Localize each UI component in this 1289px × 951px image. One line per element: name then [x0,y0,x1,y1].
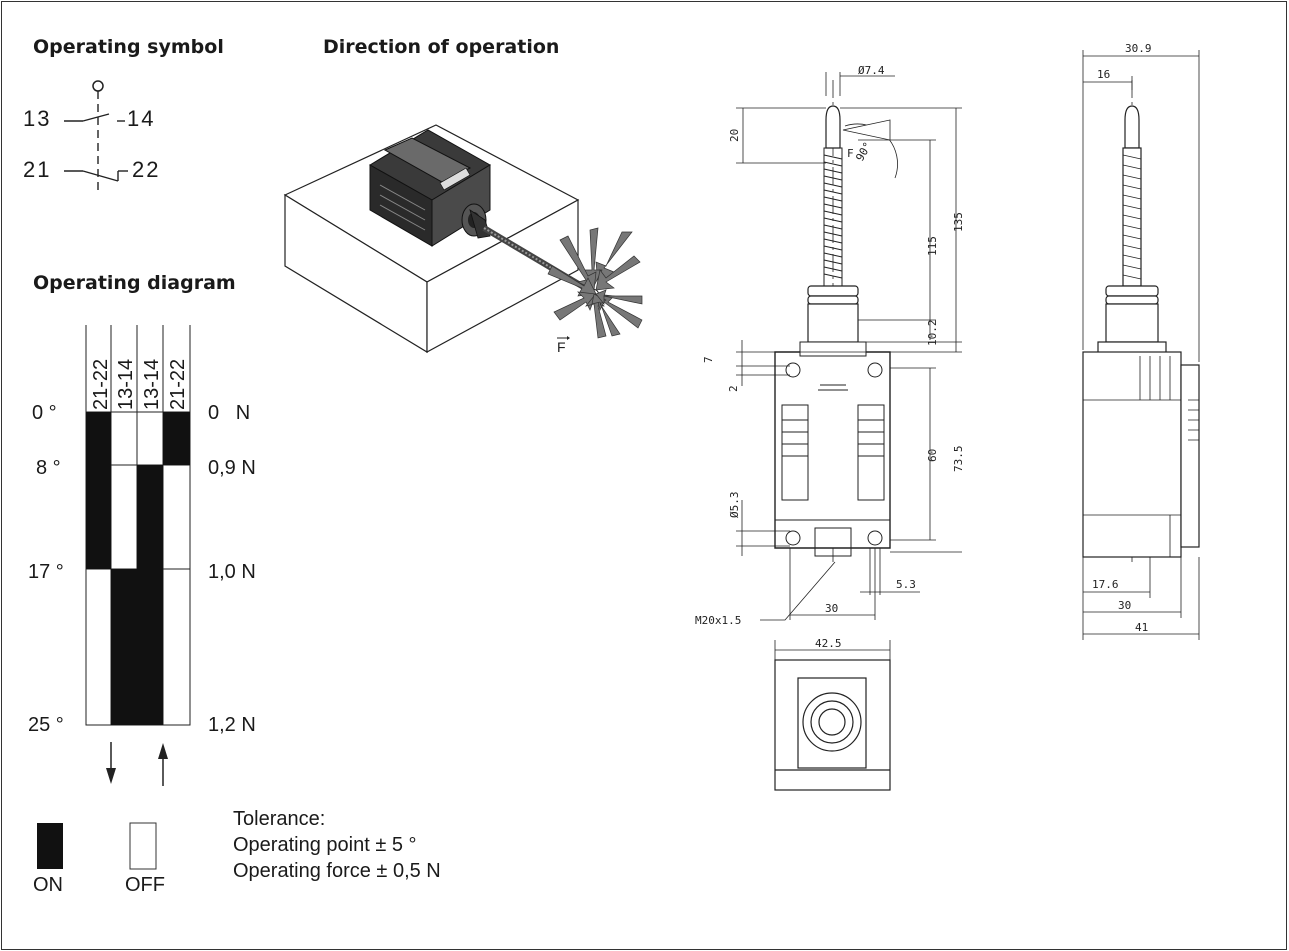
tolerance-title: Tolerance: [233,808,326,830]
dim-tip-length: 20 [728,129,741,142]
force-1-0-label: 1,0 N [208,561,256,583]
on-legend-label: ON [33,874,63,896]
operating-symbol-heading: Operating symbol [33,36,224,58]
angle-8-label: 8 ° [36,457,61,479]
contact-14-label: 14 [127,106,156,131]
dim-thread: M20x1.5 [695,614,741,627]
force-arrows-icon [547,227,643,339]
force-0-9-label: 0,9 N [208,457,256,479]
off-legend-box [129,822,157,870]
dim-5-3: 5.3 [896,578,916,591]
dim-135: 135 [952,212,965,232]
arrow-down-icon [106,742,116,784]
operating-diagram-heading: Operating diagram [33,272,236,294]
tolerance-point: Operating point ± 5 ° [233,834,417,856]
dim-side-30: 30 [1118,599,1131,612]
dim-60: 60 [926,449,939,462]
dim-2: 2 [727,385,740,392]
column-label-13-14-left: 13-14 [115,359,137,410]
dim-115: 115 [926,236,939,256]
dim-42-5: 42.5 [815,637,842,650]
column-label-21-22-right: 21-22 [167,359,189,410]
dim-41: 41 [1135,621,1148,634]
dim-7: 7 [702,356,715,363]
tolerance-force: Operating force ± 0,5 N [233,860,441,882]
force-label-f: F [557,339,566,355]
angle-17-label: 17 ° [28,561,64,583]
direction-of-operation-heading: Direction of operation [323,36,560,58]
contact-13-label: 13 [23,106,52,131]
dim-hole-diameter: Ø5.3 [728,492,741,519]
dim-73-5: 73.5 [952,446,965,473]
off-legend-label: OFF [125,874,165,896]
dim-16: 16 [1097,68,1110,81]
dim-rod-diameter: Ø7.4 [858,64,885,77]
on-legend-box [37,823,63,869]
force-label-small: F [847,147,854,160]
force-0-label: 0 N [208,402,251,424]
dim-width-30: 30 [825,602,838,615]
angle-25-label: 25 ° [28,714,64,736]
angle-0-label: 0 ° [32,402,57,424]
arrow-up-icon [158,743,168,786]
limit-switch-icon [369,129,599,299]
dim-10-2: 10.2 [926,320,939,347]
force-1-2-label: 1,2 N [208,714,256,736]
contact-22-label: 22 [132,157,161,182]
column-label-13-14-right: 13-14 [141,359,163,410]
column-label-21-22-left: 21-22 [90,359,112,410]
dim-17-6: 17.6 [1092,578,1119,591]
dim-30-9: 30.9 [1125,42,1152,55]
contact-21-label: 21 [23,157,52,182]
